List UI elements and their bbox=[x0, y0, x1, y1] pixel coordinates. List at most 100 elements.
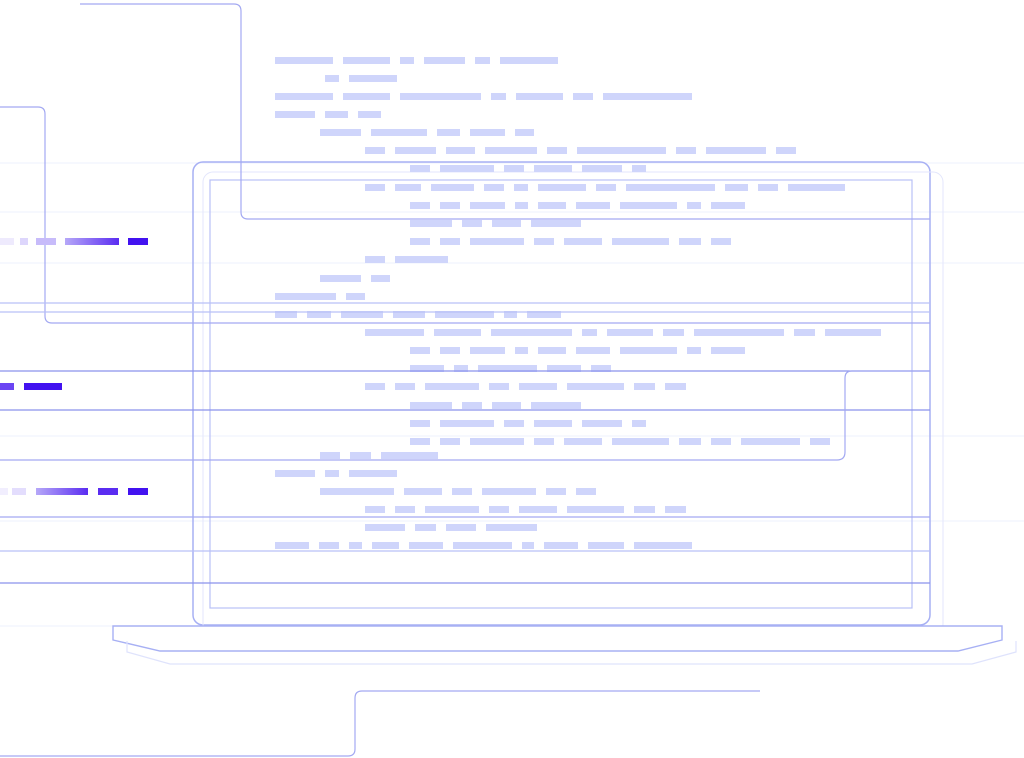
code-placeholder-bar bbox=[325, 75, 339, 82]
code-placeholder-bar bbox=[440, 420, 494, 427]
code-placeholder-bar bbox=[395, 184, 421, 191]
code-placeholder-bar bbox=[577, 147, 666, 154]
code-placeholder-bar bbox=[515, 129, 534, 136]
circuit-trace-icon bbox=[0, 3, 1024, 757]
code-placeholder-bar bbox=[547, 365, 581, 372]
code-placeholder-bar bbox=[632, 420, 646, 427]
code-placeholder-bar bbox=[478, 365, 537, 372]
code-placeholder-bar bbox=[573, 93, 593, 100]
code-placeholder-bar bbox=[325, 470, 339, 477]
code-placeholder-bar bbox=[320, 129, 361, 136]
code-placeholder-bar bbox=[275, 542, 309, 549]
code-placeholder-bar bbox=[504, 165, 524, 172]
code-placeholder-bar bbox=[516, 93, 563, 100]
code-placeholder-bar bbox=[582, 165, 622, 172]
code-placeholder-bar bbox=[564, 238, 602, 245]
code-placeholder-bar bbox=[711, 347, 745, 354]
code-placeholder-bar bbox=[470, 438, 524, 445]
code-placeholder-bar bbox=[475, 57, 490, 64]
code-placeholder-bar bbox=[665, 383, 686, 390]
code-placeholder-bar bbox=[365, 329, 424, 336]
code-placeholder-bar bbox=[470, 129, 505, 136]
code-placeholder-bar bbox=[492, 220, 521, 227]
code-placeholder-bar bbox=[453, 542, 512, 549]
code-placeholder-bar bbox=[741, 438, 800, 445]
code-placeholder-bar bbox=[634, 506, 655, 513]
code-placeholder-bar bbox=[794, 329, 815, 336]
code-placeholder-bar bbox=[470, 202, 505, 209]
code-placeholder-bar bbox=[531, 220, 581, 227]
code-placeholder-bar bbox=[538, 202, 566, 209]
code-placeholder-bar bbox=[588, 542, 624, 549]
code-placeholder-bar bbox=[711, 238, 731, 245]
code-placeholder-bar bbox=[372, 542, 399, 549]
code-placeholder-bar bbox=[275, 311, 297, 318]
code-placeholder-bar bbox=[365, 524, 405, 531]
code-placeholder-bar bbox=[365, 256, 385, 263]
code-placeholder-bar bbox=[582, 329, 597, 336]
code-placeholder-bar bbox=[365, 506, 385, 513]
code-placeholder-bar bbox=[395, 147, 436, 154]
code-placeholder-bar bbox=[410, 402, 452, 409]
code-placeholder-bar bbox=[395, 383, 415, 390]
code-placeholder-bar bbox=[485, 147, 537, 154]
code-placeholder-bar bbox=[437, 129, 460, 136]
code-placeholder-bar bbox=[607, 329, 653, 336]
code-placeholder-bar bbox=[410, 202, 430, 209]
code-placeholder-bar bbox=[665, 506, 686, 513]
code-placeholder-bar bbox=[410, 420, 430, 427]
code-placeholder-bar bbox=[534, 420, 572, 427]
code-placeholder-bar bbox=[810, 438, 830, 445]
code-placeholder-bar bbox=[320, 488, 394, 495]
code-placeholder-bar bbox=[410, 220, 452, 227]
code-placeholder-bar bbox=[350, 452, 371, 459]
code-placeholder-bar bbox=[582, 420, 622, 427]
code-placeholder-bar bbox=[679, 238, 701, 245]
code-placeholder-bar bbox=[446, 147, 475, 154]
code-placeholder-bar bbox=[522, 542, 534, 549]
code-placeholder-bar bbox=[711, 202, 745, 209]
code-placeholder-bar bbox=[758, 184, 778, 191]
background-rules bbox=[0, 162, 1024, 627]
code-placeholder-bar bbox=[492, 402, 521, 409]
code-placeholder-bar bbox=[462, 220, 482, 227]
code-placeholder-bar bbox=[410, 438, 430, 445]
code-placeholder-bar bbox=[365, 147, 385, 154]
code-placeholder-bar bbox=[491, 93, 506, 100]
code-placeholder-bar bbox=[320, 452, 340, 459]
code-placeholder-bar bbox=[504, 311, 517, 318]
code-placeholder-bar bbox=[275, 57, 333, 64]
code-placeholder-bar bbox=[679, 438, 701, 445]
code-placeholder-bar bbox=[400, 93, 481, 100]
code-placeholder-bar bbox=[404, 488, 442, 495]
code-placeholder-bar bbox=[440, 238, 460, 245]
code-placeholder-bar bbox=[612, 238, 669, 245]
code-placeholder-bar bbox=[576, 488, 596, 495]
code-placeholder-bar bbox=[365, 383, 385, 390]
code-placeholder-bar bbox=[538, 347, 566, 354]
code-placeholder-bar bbox=[431, 184, 474, 191]
code-placeholder-bar bbox=[446, 524, 476, 531]
code-placeholder-bar bbox=[400, 57, 414, 64]
laptop-outline-icon bbox=[112, 161, 1017, 665]
code-placeholder-bar bbox=[381, 452, 438, 459]
code-placeholder-bar bbox=[500, 57, 558, 64]
code-placeholder-bar bbox=[825, 329, 881, 336]
code-placeholder-bar bbox=[484, 184, 504, 191]
code-placeholder-bar bbox=[424, 57, 465, 64]
code-placeholder-bar bbox=[538, 184, 586, 191]
code-placeholder-bar bbox=[470, 347, 505, 354]
code-placeholder-bar bbox=[603, 93, 692, 100]
code-lines-icon bbox=[275, 57, 881, 549]
code-placeholder-bar bbox=[415, 524, 436, 531]
code-placeholder-bar bbox=[527, 311, 561, 318]
code-placeholder-bar bbox=[534, 238, 554, 245]
code-placeholder-bar bbox=[534, 165, 572, 172]
code-placeholder-bar bbox=[515, 347, 528, 354]
code-placeholder-bar bbox=[564, 438, 602, 445]
code-placeholder-bar bbox=[504, 420, 524, 427]
code-placeholder-bar bbox=[409, 542, 443, 549]
code-placeholder-bar bbox=[320, 275, 361, 282]
